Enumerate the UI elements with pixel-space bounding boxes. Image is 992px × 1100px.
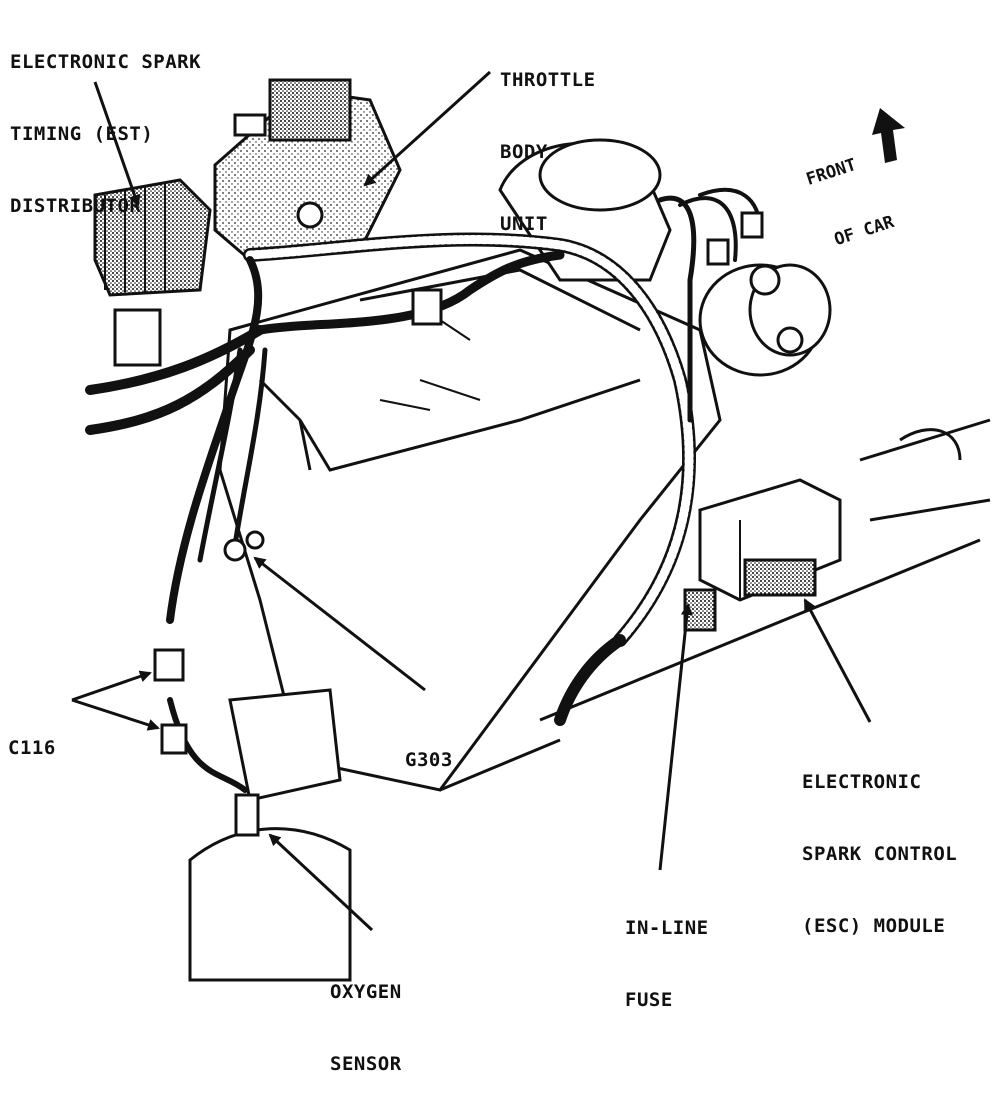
label-front-line2: OF CAR — [831, 212, 897, 251]
connectors — [153, 211, 764, 755]
label-oxygen-sensor: OXYGEN SENSOR — [330, 932, 402, 1100]
label-distributor-line3: DISTRIBUTOR — [10, 195, 142, 217]
canister — [698, 263, 832, 377]
label-distributor-line1: ELECTRONIC SPARK — [10, 51, 202, 73]
label-distributor: ELECTRONIC SPARK TIMING (EST) DISTRIBUTO… — [10, 2, 201, 242]
wiring-harness — [85, 188, 762, 793]
leader-lines — [71, 70, 872, 932]
firewall-ledge — [439, 418, 991, 792]
label-throttle-line2: BODY — [500, 141, 548, 163]
c116-lower-connector — [160, 723, 188, 755]
label-esc-line1: ELECTRONIC — [802, 771, 922, 793]
label-throttle-line3: UNIT — [500, 213, 548, 235]
label-g303-text: G303 — [405, 749, 453, 771]
throttle-body — [213, 78, 402, 262]
engine-wiring-diagram — [71, 70, 991, 982]
label-esc-module: ELECTRONIC SPARK CONTROL (ESC) MODULE — [802, 722, 957, 962]
label-esc-line2: SPARK CONTROL — [802, 843, 958, 865]
label-front-line1: FRONT — [803, 154, 859, 190]
esc-module — [698, 478, 842, 602]
c116-upper-connector — [153, 648, 185, 682]
label-inline-fuse: IN-LINE FUSE — [625, 868, 709, 1036]
est-distributor — [93, 178, 212, 367]
label-esc-line3: (ESC) MODULE — [802, 915, 946, 937]
g303-ground-stud — [223, 538, 247, 562]
oxygen-sensor-body — [234, 793, 260, 837]
label-distributor-line2: TIMING (EST) — [10, 123, 154, 145]
label-throttle-line1: THROTTLE — [500, 69, 596, 91]
label-c116: C116 — [8, 688, 56, 784]
label-g303: G303 — [405, 700, 453, 796]
label-c116-text: C116 — [8, 737, 56, 759]
exhaust-manifold — [188, 688, 352, 982]
label-throttle-body: THROTTLE BODY UNIT — [500, 20, 596, 260]
front-of-car-arrow-icon — [872, 108, 905, 163]
label-fuse-line2: FUSE — [625, 989, 673, 1011]
label-oxygen-line2: SENSOR — [330, 1053, 402, 1075]
label-fuse-line1: IN-LINE — [625, 917, 709, 939]
harness-connector — [411, 288, 443, 326]
inline-fuse-holder — [683, 588, 717, 632]
